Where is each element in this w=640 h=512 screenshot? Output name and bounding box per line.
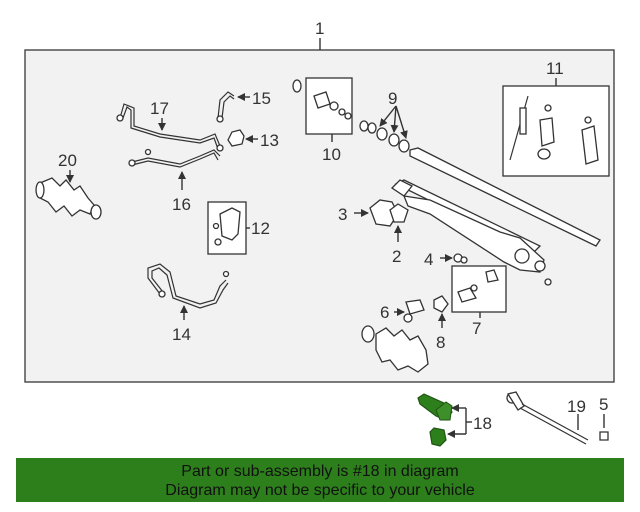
part-rack-boot-lower[interactable] — [361, 325, 429, 373]
info-banner: Part or sub-assembly is #18 in diagram D… — [16, 458, 624, 502]
part-7-pinion-kit[interactable] — [451, 265, 507, 318]
part-15-hose[interactable] — [216, 91, 250, 123]
callout-1[interactable]: 1 — [315, 19, 324, 38]
part-16-return-tube[interactable] — [128, 148, 221, 191]
callout-6[interactable]: 6 — [380, 303, 389, 322]
part-2-bushing[interactable] — [389, 203, 409, 242]
part-1-rack-housing[interactable] — [390, 147, 601, 286]
banner-line-1: Part or sub-assembly is #18 in diagram — [181, 463, 459, 480]
callout-13[interactable]: 13 — [260, 131, 279, 150]
part-19-inner-tie-rod[interactable] — [506, 391, 589, 445]
callout-20[interactable]: 20 — [58, 151, 77, 170]
callout-15[interactable]: 15 — [252, 89, 271, 108]
callout-9[interactable]: 9 — [388, 89, 397, 108]
part-14-tube[interactable] — [147, 263, 230, 320]
part-4-nut[interactable] — [440, 253, 468, 264]
callout-12[interactable]: 12 — [251, 219, 270, 238]
part-9-seals[interactable] — [359, 105, 410, 153]
callout-7[interactable]: 7 — [472, 319, 481, 338]
part-5-plug[interactable] — [599, 414, 609, 441]
part-8-cap[interactable] — [433, 295, 449, 328]
part-12-valve[interactable] — [207, 201, 250, 255]
callout-5[interactable]: 5 — [599, 395, 608, 414]
part-10-valve-kit[interactable] — [292, 77, 353, 142]
callout-19[interactable]: 19 — [567, 397, 586, 416]
part-18-tie-rod-end[interactable] — [417, 393, 472, 447]
callout-11[interactable]: 11 — [546, 59, 564, 78]
part-13-clamp[interactable] — [227, 129, 258, 147]
callout-14[interactable]: 14 — [172, 325, 191, 344]
callout-16[interactable]: 16 — [172, 195, 191, 214]
callout-3[interactable]: 3 — [338, 205, 347, 224]
callout-8[interactable]: 8 — [436, 333, 445, 352]
part-6-bolt[interactable] — [394, 299, 425, 323]
callout-18[interactable]: 18 — [473, 414, 492, 433]
part-11-repair-kit[interactable] — [502, 78, 610, 177]
callout-17[interactable]: 17 — [150, 99, 169, 118]
banner-line-2: Diagram may not be specific to your vehi… — [165, 482, 475, 499]
callout-10[interactable]: 10 — [322, 145, 341, 164]
callout-2[interactable]: 2 — [392, 247, 401, 266]
callout-4[interactable]: 4 — [424, 250, 433, 269]
part-17-pressure-tube[interactable] — [116, 103, 224, 152]
part-20-boot[interactable] — [35, 170, 102, 220]
